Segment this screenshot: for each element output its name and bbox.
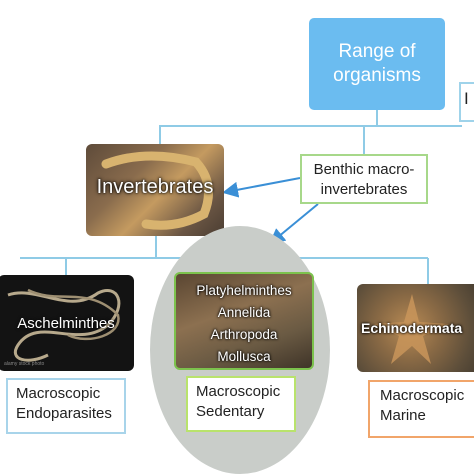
- benthic-line1: Benthic macro-: [313, 161, 415, 178]
- invertebrates-photo: Invertebrates: [86, 144, 224, 236]
- invertebrates-label: Invertebrates: [96, 176, 214, 198]
- root-connector: [159, 110, 378, 145]
- sedentary-box: Macroscopic Sedentary: [186, 376, 296, 432]
- phylum-platyhelminthes: Platyhelminthes: [196, 283, 292, 298]
- phylum-arthropoda: Arthropoda: [210, 327, 278, 342]
- arrow-to-invertebrates: [222, 177, 301, 198]
- box2-line1: Macroscopic: [196, 383, 281, 400]
- watermark: alamy stock photo: [4, 361, 45, 367]
- arrow-to-group: [268, 203, 319, 245]
- platyhelminthes-group-photo: Platyhelminthes Annelida Arthropoda Moll…: [174, 272, 314, 370]
- box1-line2: Endoparasites: [16, 405, 112, 422]
- phyla-list: Platyhelminthes Annelida Arthropoda Moll…: [176, 280, 312, 368]
- phylum-mollusca: Mollusca: [217, 349, 271, 364]
- benthic-line2: invertebrates: [320, 181, 408, 198]
- root-line1: Range of: [338, 41, 416, 62]
- box1-line1: Macroscopic: [16, 385, 101, 402]
- aschelminthes-photo: Aschelminthes alamy stock photo: [0, 275, 134, 371]
- branch-connector: [20, 236, 157, 259]
- box3-line2: Marine: [380, 407, 426, 424]
- range-of-organisms-box: Range of organisms: [309, 18, 445, 110]
- worm-image: [7, 288, 121, 362]
- root-line2: organisms: [333, 65, 421, 86]
- echinodermata-label: Echinodermata: [361, 320, 463, 336]
- benthic-macroinvertebrates-box: Benthic macro- invertebrates: [300, 154, 428, 204]
- box2-line2: Sedentary: [196, 403, 265, 420]
- starfish-image: [373, 294, 449, 364]
- marine-box: Macroscopic Marine: [368, 380, 474, 438]
- aschelminthes-label: Aschelminthes: [17, 315, 115, 332]
- box3-line1: Macroscopic: [380, 387, 465, 404]
- phylum-annelida: Annelida: [217, 305, 271, 320]
- larva-image: [101, 151, 213, 230]
- clipped-box: I: [459, 82, 474, 122]
- endoparasites-box: Macroscopic Endoparasites: [6, 378, 126, 434]
- echinodermata-photo: Echinodermata: [357, 284, 474, 372]
